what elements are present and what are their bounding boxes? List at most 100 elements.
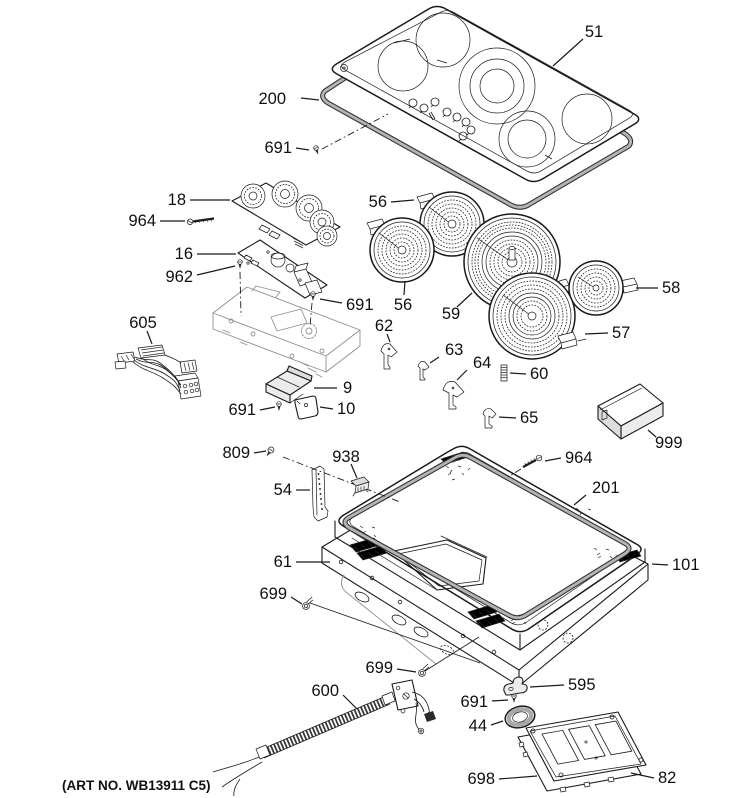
part-clip-938	[350, 476, 370, 497]
part-control-panel-18	[231, 180, 341, 249]
screw-axis-964-right	[507, 468, 522, 478]
art-number: (ART NO. WB13911 C5)	[62, 778, 211, 793]
part-screw-809	[266, 446, 275, 457]
screw-axis-699a	[309, 602, 481, 664]
part-screw-699-lower	[416, 663, 431, 678]
callout-698: 698	[467, 770, 538, 788]
callout-691-bottom: 691	[460, 693, 509, 711]
callout-57-label: 57	[612, 324, 630, 342]
callout-82: 82	[630, 769, 676, 787]
part-glass-cooktop-51	[331, 5, 640, 183]
callout-691-top-label: 691	[264, 139, 292, 157]
callout-201-label: 201	[592, 479, 620, 497]
part-element-58	[568, 260, 639, 316]
callout-691-mid: 691	[319, 296, 374, 314]
callout-10: 10	[319, 400, 355, 418]
callout-698-label: 698	[467, 770, 495, 788]
callout-809: 809	[222, 444, 267, 462]
part-bracket-62	[380, 343, 398, 370]
callout-999: 999	[647, 429, 683, 452]
part-element-57	[488, 272, 587, 360]
callout-962-label: 962	[165, 268, 193, 286]
part-bracket-54	[311, 465, 329, 522]
callout-699-upper-label: 699	[259, 585, 287, 603]
ge-logo-mark	[340, 64, 348, 72]
part-gasket-201	[342, 452, 632, 621]
callout-65: 65	[498, 409, 538, 427]
callout-18: 18	[168, 191, 230, 209]
harness-wires	[132, 354, 182, 395]
callout-60: 60	[509, 365, 548, 383]
callout-964-right-label: 964	[565, 449, 593, 467]
callout-595-label: 595	[568, 676, 596, 694]
screw-axis-809	[282, 456, 401, 503]
callout-699-lower-label: 699	[365, 659, 393, 677]
part-control-housing-pan	[212, 285, 361, 378]
callout-65-label: 65	[520, 409, 538, 427]
callout-58: 58	[636, 279, 680, 297]
callout-201: 201	[573, 479, 620, 506]
part-bracket-595	[503, 676, 528, 696]
callout-699-lower: 699	[365, 659, 417, 677]
callout-999-label: 999	[655, 434, 683, 452]
part-screw-691-lowmid	[276, 401, 282, 412]
part-spring-60	[500, 364, 508, 382]
callout-691-lowmid: 691	[228, 401, 276, 419]
callout-691-top: 691	[264, 139, 310, 157]
callout-691-lowmid-label: 691	[228, 401, 256, 419]
callout-61: 61	[274, 553, 330, 571]
callout-62-label: 62	[375, 317, 393, 335]
part-screw-964-right	[522, 454, 543, 468]
callout-16: 16	[175, 245, 236, 263]
callout-56-top-label: 56	[369, 193, 387, 211]
part-wire-harness-605	[114, 344, 202, 400]
part-bracket-9	[265, 365, 313, 404]
part-bracket-65	[482, 408, 497, 429]
callout-82-label: 82	[658, 769, 676, 787]
screw-axis-962	[239, 271, 242, 317]
callout-51: 51	[552, 23, 603, 67]
part-bracket-63	[417, 361, 430, 381]
part-plate-10	[294, 395, 319, 420]
callout-964-right: 964	[544, 449, 593, 467]
part-power-board-16	[237, 239, 328, 299]
callout-200: 200	[258, 90, 320, 108]
screw-axis-691b	[309, 302, 313, 327]
callout-64: 64	[456, 354, 491, 381]
callout-809-label: 809	[222, 444, 250, 462]
callout-56-top: 56	[369, 193, 415, 211]
callout-605: 605	[129, 314, 157, 345]
callout-691-bottom-label: 691	[460, 693, 488, 711]
part-ring-44	[504, 705, 536, 729]
callout-61-label: 61	[274, 553, 292, 571]
part-power-cord-600	[212, 679, 436, 797]
part-screw-691-top	[312, 144, 321, 156]
callout-44: 44	[469, 717, 504, 735]
callout-600-label: 600	[311, 682, 339, 700]
callout-938-label: 938	[332, 448, 360, 466]
callout-54: 54	[274, 481, 310, 499]
callout-938: 938	[332, 448, 360, 479]
knob-switches	[240, 180, 338, 247]
part-bracket-64	[442, 381, 465, 410]
callouts-layer: 51 200 691 18 964 16 962 605 691 9 691 1…	[128, 23, 699, 788]
callout-57: 57	[584, 324, 630, 342]
callout-58-label: 58	[662, 279, 680, 297]
callout-60-label: 60	[530, 365, 548, 383]
callout-16-label: 16	[175, 245, 193, 263]
callout-63: 63	[429, 341, 463, 364]
callout-63-label: 63	[445, 341, 463, 359]
part-screw-691-bottom	[511, 693, 517, 704]
callout-101-label: 101	[672, 556, 700, 574]
part-packaging-box-999	[597, 383, 664, 440]
control-print-icons	[408, 97, 476, 142]
callout-54-label: 54	[274, 481, 292, 499]
callout-59: 59	[442, 292, 473, 323]
callout-10-label: 10	[337, 400, 355, 418]
part-terminal-block-82	[517, 711, 647, 793]
screw-axis-699b	[424, 636, 480, 672]
callout-44-label: 44	[469, 717, 487, 735]
callout-9: 9	[314, 379, 352, 397]
callout-18-label: 18	[168, 191, 186, 209]
